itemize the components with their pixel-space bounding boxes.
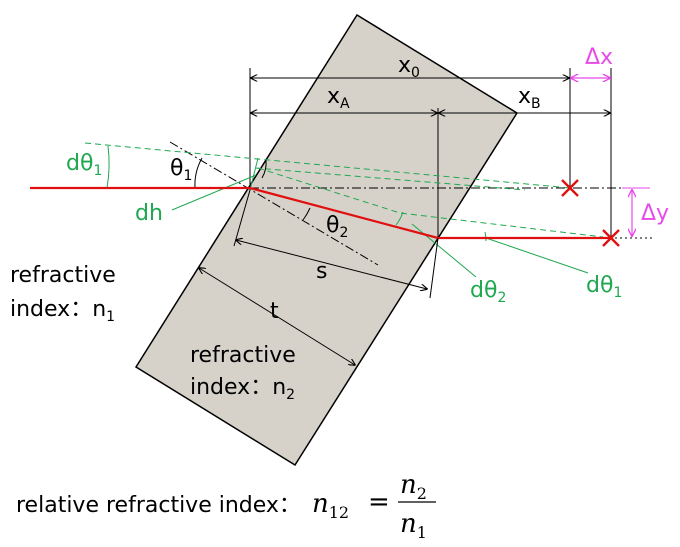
- label-delta-y: Δy: [641, 201, 669, 226]
- formula-denominator: n1: [400, 509, 427, 542]
- label-dtheta2: dθ2: [470, 278, 506, 306]
- s-extension-lines: [233, 189, 439, 299]
- label-dtheta1-right: dθ1: [586, 273, 622, 301]
- angle-arcs: [194, 157, 311, 221]
- label-theta2: θ2: [326, 213, 348, 241]
- label-x0: x0: [398, 53, 420, 81]
- delta-arrows: [571, 78, 632, 236]
- label-dtheta1-left: dθ1: [66, 151, 102, 179]
- label-refractive-index-n1: refractive: [10, 263, 116, 288]
- label-xb: xB: [518, 84, 541, 112]
- label-refractive-index-n2: refractive: [190, 343, 296, 368]
- label-s: s: [316, 259, 327, 284]
- label-xa: xA: [327, 84, 350, 112]
- formula-equals: =: [368, 487, 390, 517]
- deviated-ray-lines: [84, 142, 604, 238]
- surface-normal-line: [169, 141, 379, 266]
- formula-numerator: n2: [400, 470, 427, 503]
- label-refractive-index-n2-value: index：n2: [190, 375, 295, 403]
- cross-marker-icon: [602, 229, 620, 247]
- relative-index-label: relative refractive index：: [16, 493, 301, 518]
- light-ray: [30, 186, 611, 240]
- label-theta1: θ1: [170, 156, 192, 184]
- dimension-arrows: [199, 78, 610, 365]
- formula-lhs: n12: [312, 489, 349, 522]
- label-delta-x: Δx: [585, 45, 613, 70]
- label-t: t: [270, 299, 279, 324]
- cross-marker-icon: [561, 179, 579, 197]
- label-refractive-index-n1-value: index：n1: [10, 297, 115, 325]
- label-dh: dh: [135, 201, 163, 226]
- dimension-extension-lines: [249, 68, 612, 238]
